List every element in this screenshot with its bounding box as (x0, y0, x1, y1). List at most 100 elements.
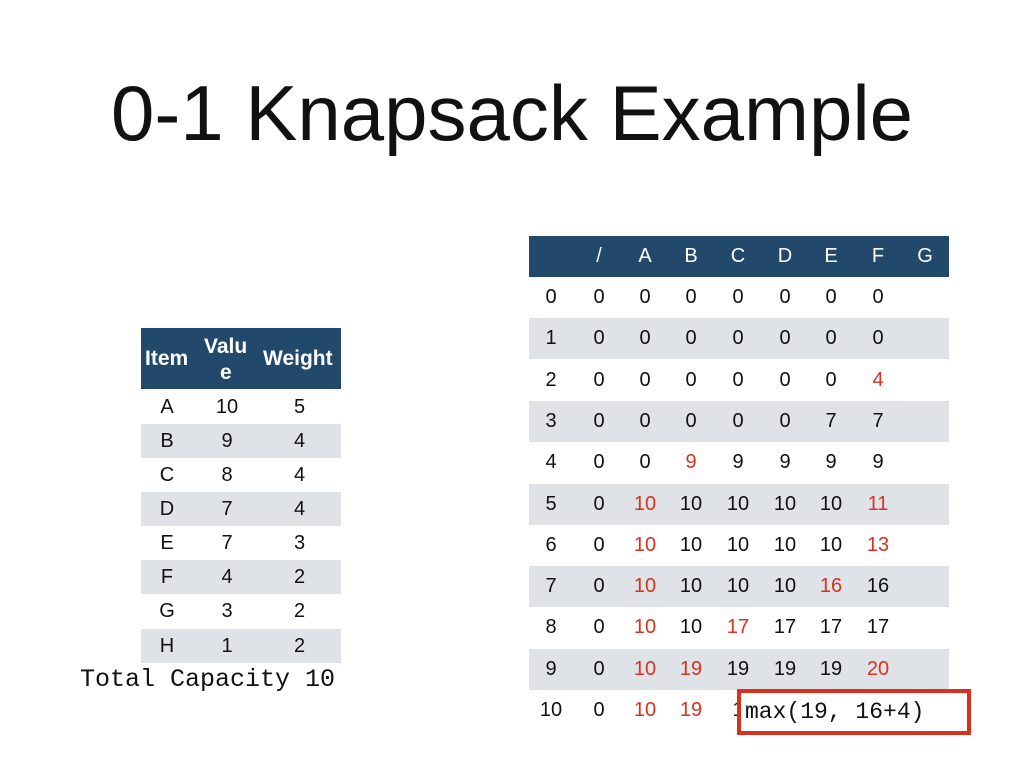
dp-table-cell: 0 (779, 368, 791, 391)
header-weight: Weight (263, 347, 333, 370)
items-table-cell: 1 (221, 635, 233, 657)
dp-table-cell: 0 (639, 409, 651, 432)
dp-table-cell: 10 (726, 533, 750, 556)
dp-header-cell: A (638, 245, 652, 267)
total-capacity-label: Total Capacity 10 (80, 665, 336, 694)
dp-table-cell: 10 (679, 533, 703, 556)
dp-table-cell: 0 (593, 533, 605, 556)
dp-table-cell: 0 (593, 409, 605, 432)
dp-table-cell: 10 (773, 533, 797, 556)
dp-table-cell: 0 (593, 286, 605, 308)
dp-table-cell: 20 (866, 657, 890, 680)
dp-table-cell: 9 (545, 657, 557, 680)
dp-table-cell: 0 (639, 286, 651, 308)
dp-header-cell: / (596, 245, 602, 267)
dp-table-cell: 16 (866, 575, 890, 598)
items-table-cell: D (159, 498, 175, 520)
dp-table-cell: 0 (593, 327, 605, 350)
dp-table-cell: 17 (726, 616, 750, 639)
dp-table-cell: 0 (872, 286, 884, 308)
dp-header-cell: C (730, 245, 746, 267)
dp-table-cell: 0 (779, 286, 791, 308)
dp-table-cell: 10 (773, 492, 797, 515)
items-table-cell: 10 (215, 396, 239, 418)
dp-table-cell: 10 (633, 533, 657, 556)
dp-table-cell: 19 (726, 657, 750, 680)
items-table-cell: H (159, 635, 175, 657)
dp-table-cell: 0 (779, 327, 791, 350)
dp-table-cell: 0 (685, 327, 697, 350)
dp-table-cell: 0 (639, 451, 651, 474)
items-table-cell: 4 (293, 464, 306, 486)
dp-header-cell: G (917, 245, 933, 267)
dp-table-cell: 10 (819, 533, 843, 556)
items-table-cell: 3 (293, 532, 306, 554)
dp-header-cell: B (684, 245, 698, 267)
dp-table-cell: 19 (773, 657, 797, 680)
items-table-cell: 7 (221, 498, 233, 520)
dp-table-cell: 0 (732, 368, 744, 391)
dp-table-cell: 0 (779, 409, 791, 432)
dp-table-cell: 0 (593, 657, 605, 680)
dp-table-cell: 10 (633, 492, 657, 515)
dp-table-cell: 6 (545, 533, 557, 556)
dp-table-cell: 10 (633, 699, 657, 721)
dp-table-cell: 7 (545, 575, 557, 598)
dp-header-cell: E (824, 245, 838, 267)
dp-table-cell: 0 (593, 616, 605, 639)
dp-table-cell: 5 (545, 492, 557, 515)
dp-table-cell: 10 (679, 492, 703, 515)
items-table-cell: 5 (293, 396, 306, 418)
items-table-header: Item Valu e Weight (141, 328, 341, 389)
dp-table-row: 6 0 10 10 10 10 10 13 (529, 525, 949, 566)
dp-table-cell: 17 (773, 616, 797, 639)
items-table-cell: E (160, 532, 174, 554)
dp-table-cell: 19 (679, 699, 703, 721)
dp-table-cell: 9 (825, 451, 837, 474)
dp-table-cell: 11 (867, 492, 889, 515)
items-table-cell: A (160, 396, 174, 418)
items-table-cell: B (160, 430, 174, 452)
dp-table-cell: 8 (545, 616, 557, 639)
dp-table-cell: 0 (545, 286, 557, 308)
dp-table-cell: 1 (545, 327, 557, 350)
dp-table-cell: 13 (866, 533, 890, 556)
dp-table-cell: 0 (639, 327, 651, 350)
items-table-cell: G (159, 600, 175, 622)
dp-table-cell: 9 (685, 451, 697, 474)
dp-table-cell: 4 (545, 451, 557, 474)
dp-table-cell: 0 (685, 286, 697, 308)
dp-table-cell: 0 (825, 368, 837, 391)
dp-table-cell: 0 (825, 327, 837, 350)
dp-table-cell: 7 (872, 409, 884, 432)
items-table-cell: F (160, 566, 174, 588)
dp-header-cell: D (777, 245, 793, 267)
dp-table-cell: 9 (872, 451, 884, 474)
dp-table-cell: 10 (679, 575, 703, 598)
max-callout: max(19, 16+4) (737, 689, 971, 735)
header-value-line2: e (220, 361, 232, 384)
items-table-cell: C (159, 464, 175, 486)
dp-table-cell: 10 (679, 616, 703, 639)
items-table-cell: 2 (293, 566, 306, 588)
dp-table-cell: 10 (633, 657, 657, 680)
dp-table-cell: 0 (593, 451, 605, 474)
items-table-row: A 10 5 (141, 390, 341, 424)
dp-table-cell: 10 (633, 575, 657, 598)
dp-table-cell: 17 (819, 616, 843, 639)
header-item: Item (145, 347, 189, 370)
slide-title: 0-1 Knapsack Example (110, 69, 914, 157)
